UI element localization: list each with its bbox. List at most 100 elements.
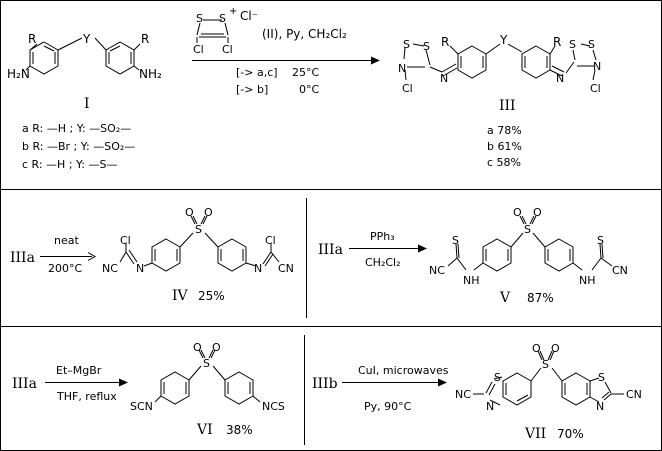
compound-IV-o2: O (204, 206, 213, 219)
reaction-arrow-VII (342, 378, 447, 387)
compound-VII-o1: O (532, 342, 541, 355)
compound-V-s: S (524, 223, 531, 236)
compound-I-label: I (84, 96, 90, 112)
temperature-ac: 25°C (292, 66, 319, 79)
reaction-V-start: IIIa (318, 242, 343, 258)
compound-VII-n-left: N (486, 400, 494, 413)
compound-VII-s-right: S (598, 371, 605, 384)
compound-VII-nc-left: NC (455, 388, 471, 401)
compound-VI-o2: O (212, 341, 221, 354)
reagent-II-plus: + (229, 6, 237, 17)
condition-b: [-> b] (236, 83, 268, 96)
compound-V-cn-right: CN (612, 264, 628, 277)
compound-III-cl-right: Cl (590, 82, 601, 95)
reaction-VII-reagent: CuI, microwaves (358, 364, 449, 377)
compound-III-n-imine-left: N (440, 72, 448, 85)
compound-VII-yield: 70% (557, 427, 584, 441)
compound-VII-s: S (542, 358, 549, 371)
reaction-V-solvent: CH₂Cl₂ (365, 256, 401, 269)
compound-I-y: Y (82, 32, 91, 46)
reaction-IV-temperature: 200°C (48, 262, 82, 275)
reaction-arrow-V (349, 244, 427, 253)
compound-I-r-right: R (141, 32, 149, 46)
compound-VI-o1: O (193, 341, 202, 354)
compound-III-yield-b: b 61% (487, 140, 522, 153)
compound-VII-o2: O (551, 342, 560, 355)
compound-I-nh2-left: H₂N (7, 67, 30, 81)
compound-IV-o1: O (185, 206, 194, 219)
compound-III-s2-left: S (423, 40, 430, 53)
reagent-II-structure (196, 19, 229, 43)
compound-IV-nc-left: NC (102, 262, 118, 275)
compound-III-y: Y (499, 33, 508, 47)
reagent-II-counter-ion: Cl⁻ (240, 9, 258, 23)
compound-III-yield-c: c 58% (487, 156, 521, 169)
compound-III-n-right: N (593, 60, 601, 73)
compound-V-nh-left: NH (463, 274, 480, 287)
compound-V-nc-left: NC (429, 264, 445, 277)
compound-I-variant-b: b R: —Br ; Y: —SO₂— (22, 140, 135, 153)
compound-IV-cl-right: Cl (265, 234, 276, 247)
compound-V-s-right: S (597, 234, 604, 247)
compound-VI-s: S (203, 357, 210, 370)
compound-III-r-right: R (553, 35, 561, 49)
reaction-arrow-VI (45, 378, 128, 387)
compound-I-variant-c: c R: —H ; Y: —S— (22, 158, 117, 171)
reagent-II-conditions: (II), Py, CH₂Cl₂ (262, 27, 347, 41)
compound-V-label: V (499, 290, 511, 306)
reaction-arrow-1 (192, 56, 380, 65)
reaction-IV-reagent: neat (54, 234, 79, 247)
compound-IV-n-left: N (136, 262, 144, 275)
reaction-VI-start: IIIa (12, 376, 37, 392)
condition-ac: [-> a,c] (236, 66, 278, 79)
compound-IV-n-right: N (254, 262, 262, 275)
compound-VI-ncs-right: NCS (262, 400, 285, 413)
reagent-II-s1: S (196, 12, 203, 25)
reaction-VI-conditions: THF, reflux (56, 390, 117, 403)
compound-VII-n-right: N (596, 400, 604, 413)
compound-V-yield: 87% (527, 291, 554, 305)
compound-I-r-left: R (28, 32, 36, 46)
compound-V-o1: O (513, 206, 522, 219)
compound-V-s-left: S (452, 234, 459, 247)
compound-III-cl-left: Cl (402, 82, 413, 95)
compound-IV-cn-right: CN (278, 262, 294, 275)
compound-III-label: III (499, 98, 516, 114)
compound-V-structure (447, 215, 613, 272)
compound-III-r-left: R (441, 35, 449, 49)
compound-IV-label: IV (172, 288, 189, 304)
reaction-V-reagent: PPh₃ (370, 230, 395, 243)
compound-VI-structure (154, 349, 261, 405)
reaction-VII-conditions: Py, 90°C (364, 400, 412, 413)
compound-IV-cl-left: Cl (120, 234, 131, 247)
reaction-arrow-IV (40, 252, 97, 261)
compound-III-structure (403, 43, 597, 81)
temperature-b: 0°C (299, 83, 319, 96)
compound-VI-yield: 38% (226, 423, 253, 437)
compound-I-nh2-right: NH₂ (139, 67, 162, 81)
compound-V-nh-right: NH (579, 274, 596, 287)
compound-VII-cn-right: CN (626, 388, 642, 401)
compound-III-s1-left: S (403, 38, 410, 51)
compound-I-structure (25, 37, 141, 75)
compound-III-n-left: N (398, 62, 406, 75)
compound-III-s2-right: S (588, 38, 595, 51)
reaction-VI-reagent: Et–MgBr (56, 364, 102, 377)
reaction-IV-start: IIIa (10, 250, 35, 266)
compound-III-n-imine-right: N (556, 72, 564, 85)
compound-IV-s: S (195, 223, 202, 236)
compound-III-yield-a: a 78% (487, 124, 522, 137)
compound-VII-label: VII (524, 426, 546, 442)
compound-IV-yield: 25% (198, 289, 225, 303)
compound-III-s1-right: S (569, 38, 576, 51)
compound-IV-structure (119, 215, 280, 272)
compound-V-o2: O (533, 206, 542, 219)
compound-I-variant-a: a R: —H ; Y: —SO₂— (22, 122, 131, 135)
compound-VII-s-left: S (494, 371, 501, 384)
compound-VII-structure (473, 350, 624, 406)
reagent-II-s2: S (219, 12, 226, 25)
compound-VI-scn-left: SCN (130, 400, 153, 413)
compound-VI-label: VI (196, 422, 213, 438)
